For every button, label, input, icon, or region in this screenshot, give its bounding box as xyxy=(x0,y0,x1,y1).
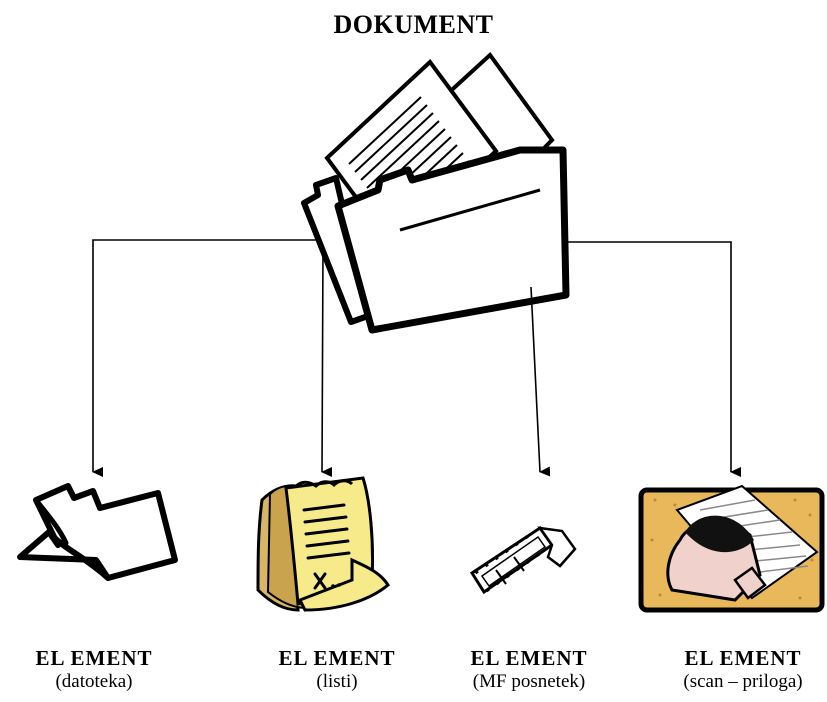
element-subtitle: (datoteka) xyxy=(55,671,133,693)
scanner-icon xyxy=(638,484,825,613)
element-title: EL EMENT xyxy=(470,646,588,670)
element-subtitle: (MF posnetek) xyxy=(472,671,586,693)
element-title: EL EMENT xyxy=(684,646,802,670)
element-label-listi: EL EMENT (listi) xyxy=(237,646,437,694)
element-subtitle: (listi) xyxy=(316,671,358,693)
document-pages-icon xyxy=(256,476,390,612)
element-subtitle: (scan – priloga) xyxy=(683,671,803,693)
arrow-to-datoteka xyxy=(92,239,316,477)
connector-lines xyxy=(92,239,741,478)
element-title: EL EMENT xyxy=(35,646,153,670)
element-label-datoteka: EL EMENT (datoteka) xyxy=(0,646,194,694)
element-label-mf-posnetek: EL EMENT (MF posnetek) xyxy=(429,646,629,694)
document-folder-icon xyxy=(301,52,570,334)
diagram-title: DOKUMENT xyxy=(333,10,494,39)
arrow-to-listi xyxy=(321,247,333,478)
element-title: EL EMENT xyxy=(278,646,396,670)
film-strip-icon xyxy=(469,525,577,595)
arrow-to-mf-posnetek xyxy=(530,286,551,477)
open-folder-icon xyxy=(17,483,178,581)
element-label-scan-priloga: EL EMENT (scan – priloga) xyxy=(643,646,827,694)
arrow-to-scan xyxy=(564,241,741,477)
